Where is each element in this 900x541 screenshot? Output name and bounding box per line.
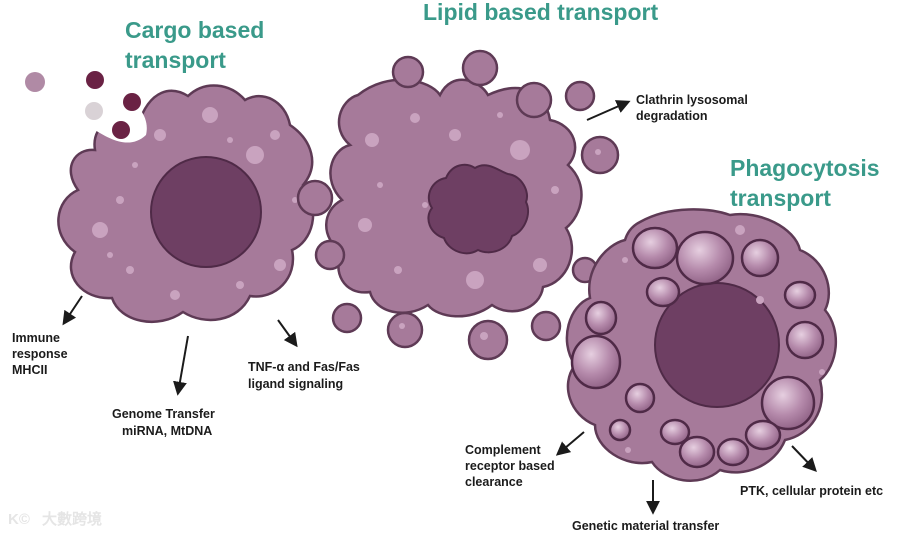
- arrows: [62, 100, 817, 515]
- lipid-vesicle: [515, 81, 553, 119]
- lipid-vesicle: [530, 310, 562, 342]
- watermark-logo: K©: [8, 511, 30, 528]
- title-lipid: Lipid based transport: [423, 0, 658, 25]
- arrow-genome: [173, 335, 189, 396]
- lipid-cell: [314, 49, 620, 361]
- phago-cell: [565, 208, 838, 482]
- label-genetic: Genetic material transfer: [572, 519, 719, 533]
- lipid-vesicle: [391, 55, 425, 89]
- label-tnf-line1: TNF-α and Fas/Fas: [248, 360, 360, 374]
- lipid-vesicle: [564, 80, 596, 112]
- label-complement-line2: receptor based: [465, 459, 555, 473]
- cargo-particle: [25, 72, 45, 92]
- watermark-text: 大數跨境: [42, 510, 102, 528]
- phago-vesicle: [624, 382, 656, 414]
- arrow-ptk: [791, 445, 817, 473]
- phago-vesicle: [678, 435, 716, 469]
- lipid-spots: [358, 112, 559, 289]
- label-complement-line1: Complement: [465, 443, 542, 457]
- label-clathrin-line2: degradation: [636, 109, 708, 123]
- phago-spots: [622, 225, 825, 453]
- watermark: K© 大數跨境: [8, 510, 102, 528]
- cargo-bleb: [296, 179, 334, 217]
- cargo-particles: [25, 71, 141, 139]
- label-ptk: PTK, cellular protein etc: [740, 484, 883, 498]
- arrow-tnf: [277, 319, 298, 348]
- cargo-particle: [85, 102, 103, 120]
- phago-nucleus: [654, 282, 780, 408]
- lipid-vesicle: [331, 302, 363, 334]
- phago-vesicle: [645, 276, 681, 308]
- lipid-vesicle: [461, 49, 499, 87]
- phago-vesicle: [631, 226, 679, 270]
- phago-vesicle: [785, 320, 825, 360]
- phago-vesicle: [716, 437, 750, 467]
- phago-vesicle: [608, 418, 632, 442]
- label-complement-line3: clearance: [465, 475, 523, 489]
- cargo-particle: [123, 93, 141, 111]
- cargo-particle: [112, 121, 130, 139]
- phago-vesicle: [584, 300, 618, 336]
- cargo-spots: [92, 107, 298, 300]
- label-clathrin-line1: Clathrin lysosomal: [636, 93, 748, 107]
- phago-vesicle: [740, 238, 780, 278]
- cargo-nucleus: [150, 156, 262, 268]
- phago-vesicle: [659, 418, 691, 446]
- phago-vesicle: [675, 230, 735, 286]
- lipid-vesicle: [386, 311, 424, 349]
- phago-vesicles: [570, 226, 825, 469]
- label-immune-line3: MHCII: [12, 363, 47, 377]
- title-cargo-line2: transport: [125, 47, 226, 73]
- cargo-particle: [86, 71, 104, 89]
- phago-vesicle: [744, 419, 782, 451]
- label-immune-line2: response: [12, 347, 68, 361]
- labels: Immune response MHCII Genome Transfer mi…: [12, 93, 883, 533]
- lipid-vesicle: [467, 319, 509, 361]
- cargo-cell: [57, 84, 334, 324]
- arrow-clathrin: [586, 100, 631, 121]
- label-immune-line1: Immune: [12, 331, 60, 345]
- label-tnf-line2: ligand signaling: [248, 377, 343, 391]
- label-genome-line2: miRNA, MtDNA: [122, 424, 212, 438]
- titles: Cargo based transport Lipid based transp…: [125, 0, 880, 211]
- phago-vesicle: [570, 334, 622, 390]
- lipid-vesicle-spots: [399, 149, 601, 340]
- lipid-vesicle: [314, 239, 346, 271]
- title-phago-line2: transport: [730, 185, 831, 211]
- label-genome-line1: Genome Transfer: [112, 407, 215, 421]
- phago-vesicle: [783, 280, 817, 310]
- lipid-vesicle: [580, 135, 620, 175]
- title-cargo-line1: Cargo based: [125, 17, 264, 43]
- lipid-nucleus: [427, 163, 530, 255]
- arrow-complement: [555, 431, 585, 456]
- arrow-immune: [62, 295, 83, 326]
- phago-vesicle: [760, 375, 816, 431]
- title-phago-line1: Phagocytosis: [730, 155, 880, 181]
